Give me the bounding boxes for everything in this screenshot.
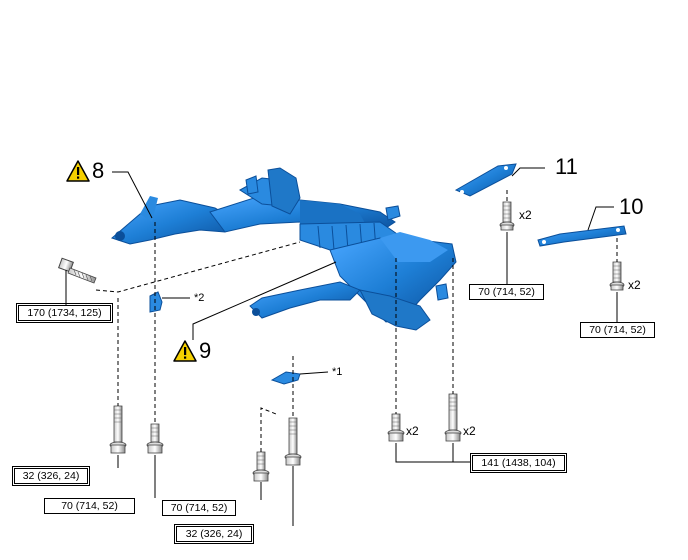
torque-spec-box: 32 (326, 24) xyxy=(12,466,90,486)
torque-spec-box: 141 (1438, 104) xyxy=(470,453,567,473)
leader-lines xyxy=(65,167,618,526)
torque-spec-box: 70 (714, 52) xyxy=(580,322,655,338)
callout-item-8: 8 xyxy=(92,158,105,183)
suspension-crossmember xyxy=(111,167,457,331)
torque-spec-box: 70 (714, 52) xyxy=(162,500,236,516)
callout-item-10: 10 xyxy=(619,194,644,219)
torque-spec-box: 70 (714, 52) xyxy=(469,284,544,300)
bracket-star1 xyxy=(270,371,301,385)
bolt-item10 xyxy=(609,261,625,291)
bolt-70-center xyxy=(252,451,270,482)
bracket-star2 xyxy=(149,291,163,313)
bolt-item11 xyxy=(499,201,515,231)
bolt-170 xyxy=(58,257,97,284)
alignment-lines xyxy=(95,190,618,452)
bolt-32-center xyxy=(284,417,302,466)
item-10-brace xyxy=(537,225,627,247)
qty-item10-bolt: x2 xyxy=(628,278,641,292)
bolt-141-left xyxy=(387,413,405,442)
torque-spec-box: 70 (714, 52) xyxy=(44,498,135,514)
qty-right-141-bolt: x2 xyxy=(463,424,476,438)
caution-triangle-icon xyxy=(173,340,197,362)
bolt-70-left xyxy=(146,423,164,454)
torque-spec-box: 32 (326, 24) xyxy=(174,524,254,544)
callout-item-9: 9 xyxy=(199,338,212,363)
caution-triangle-icon xyxy=(66,160,90,182)
bolt-141-right xyxy=(444,393,462,442)
note-star-1: *1 xyxy=(332,366,343,378)
item-11-brace xyxy=(454,163,517,197)
bolt-32-left xyxy=(109,405,127,454)
torque-spec-box: 170 (1734, 125) xyxy=(16,303,113,323)
qty-item11-bolt: x2 xyxy=(519,208,532,222)
callout-item-11: 11 xyxy=(555,154,578,179)
qty-left-141-bolt: x2 xyxy=(406,424,419,438)
note-star-2: *2 xyxy=(194,292,205,304)
